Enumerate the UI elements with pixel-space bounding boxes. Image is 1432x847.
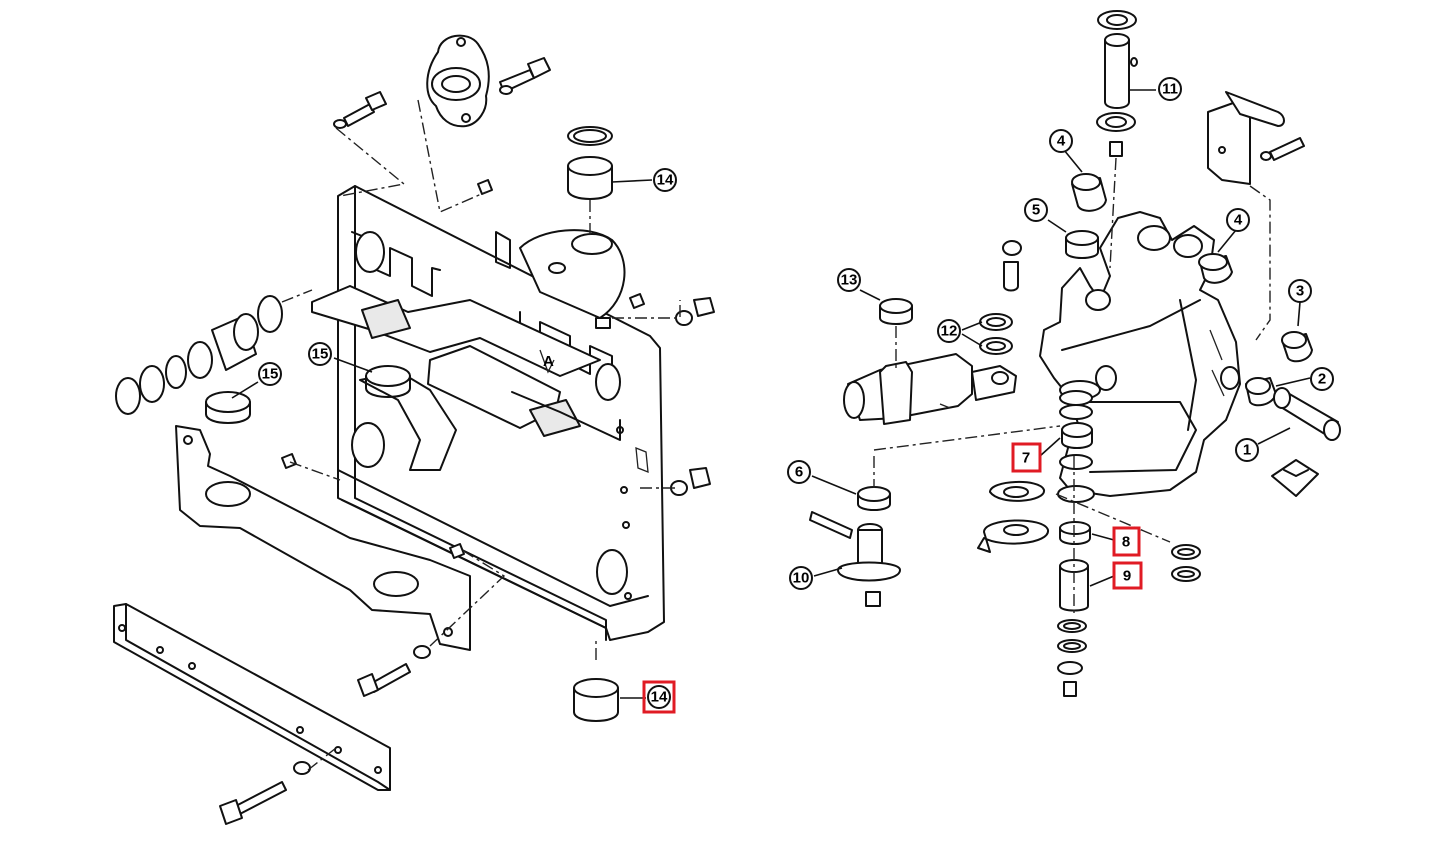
svg-text:4: 4 [1057, 133, 1066, 150]
callout-14-top: 14 [653, 168, 677, 192]
callout-15-left: 15 [258, 362, 282, 386]
callout-11: 11 [1158, 77, 1182, 101]
svg-text:6: 6 [795, 464, 803, 481]
bolts-left-assembly [219, 57, 715, 825]
svg-text:12: 12 [941, 323, 958, 340]
callout-13: 13 [837, 268, 861, 292]
pin-9 [1059, 559, 1089, 612]
svg-text:13: 13 [841, 272, 858, 289]
highlight-box [642, 680, 676, 714]
callout-7: 7 [1011, 442, 1042, 473]
highlight-box [1112, 561, 1143, 590]
svg-text:15: 15 [262, 366, 279, 383]
svg-text:10: 10 [793, 570, 810, 587]
hinge-plate-bracket [1207, 91, 1305, 185]
svg-text:2: 2 [1318, 371, 1326, 388]
highlight-box [1011, 442, 1042, 473]
callout-4-right: 4 [1226, 208, 1250, 232]
bushing-3 [1281, 331, 1313, 363]
detail-marker-a: A [543, 353, 554, 370]
svg-text:4: 4 [1234, 212, 1243, 229]
grease-fitting [1002, 240, 1022, 292]
callout-12: 12 [937, 319, 961, 343]
flat-bar [113, 603, 391, 791]
bushing-8 [1059, 521, 1091, 545]
bushing-4-right [1198, 253, 1233, 284]
centerlines-right [873, 157, 1271, 616]
bushing-5 [1065, 230, 1099, 259]
svg-text:14: 14 [657, 172, 674, 189]
svg-text:14: 14 [651, 689, 668, 706]
bushing-2 [1245, 377, 1277, 407]
svg-text:9: 9 [1123, 568, 1131, 585]
bushing-4-upper [1071, 173, 1107, 212]
pin-10 [809, 511, 901, 607]
callout-14-bottom: 14 [642, 680, 676, 714]
callout-3: 3 [1288, 279, 1312, 303]
callout-15-center: 15 [308, 342, 332, 366]
svg-text:5: 5 [1032, 202, 1040, 219]
carrier-frame [311, 185, 665, 641]
svg-text:15: 15 [312, 346, 329, 363]
pillow-block-bracket [426, 34, 490, 128]
svg-text:7: 7 [1022, 450, 1030, 467]
callout-4-upper: 4 [1049, 129, 1073, 153]
washers-lower [1057, 544, 1201, 697]
callout-5: 5 [1024, 198, 1048, 222]
highlight-box [1112, 526, 1141, 557]
callout-10: 10 [789, 566, 813, 590]
swing-bracket [1039, 211, 1241, 497]
bushing-6 [857, 486, 891, 511]
svg-text:8: 8 [1122, 534, 1130, 551]
thrust-washer-stack [1057, 390, 1095, 503]
pin-1 [1273, 387, 1341, 441]
hydraulic-cylinder [843, 298, 1017, 425]
lock-plate [1271, 459, 1319, 497]
shim-plates [977, 480, 1049, 553]
bushing-sleeve-bottom [573, 678, 619, 722]
centerlines-left [281, 99, 681, 771]
svg-text:11: 11 [1162, 81, 1178, 98]
seal-stack-left [115, 295, 411, 424]
svg-text:3: 3 [1296, 283, 1304, 300]
svg-text:1: 1 [1243, 442, 1251, 459]
callout-9: 9 [1112, 561, 1143, 590]
leader-lines [231, 89, 1311, 699]
callout-2: 2 [1310, 367, 1334, 391]
lower-arm [175, 425, 471, 651]
king-pin-top [1096, 10, 1138, 157]
bushing-sleeve-top [567, 126, 613, 200]
callout-6: 6 [787, 460, 811, 484]
callout-8: 8 [1112, 526, 1141, 557]
callout-1: 1 [1235, 438, 1259, 462]
